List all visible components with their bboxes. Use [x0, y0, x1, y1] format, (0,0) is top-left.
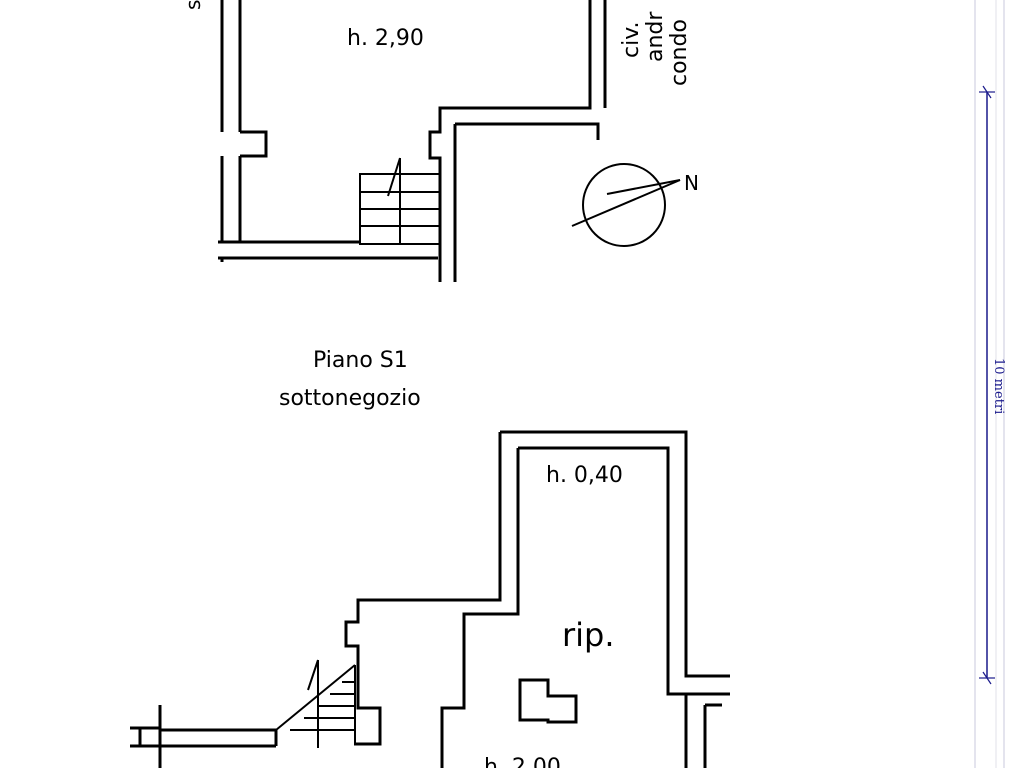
- side-text-line2: andr: [643, 11, 668, 62]
- lower-floor-plan: h. 0,40 rip. h. 2,00: [130, 430, 730, 768]
- upper-left-wall: [220, 0, 268, 242]
- lower-right-wall-fragment: [684, 694, 722, 768]
- lower-outer-wall: [344, 430, 730, 746]
- lower-stair-base: [160, 728, 278, 746]
- north-arrow-label: N: [684, 171, 699, 195]
- upper-floor-plan: h. 2,90 s: [181, 0, 607, 282]
- lower-inner-wall: [440, 446, 730, 768]
- upper-room-height-label: h. 2,90: [347, 26, 424, 51]
- upper-staircase: [359, 157, 441, 245]
- lower-left-wall-stub: [130, 705, 276, 768]
- lower-bottom-height-label: h. 2,00: [484, 755, 561, 768]
- lower-pillar: [518, 678, 578, 724]
- floor-caption-title: Piano S1: [313, 348, 408, 373]
- side-text-line3: condo: [667, 19, 692, 86]
- upper-left-fragment-text: s: [181, 0, 205, 10]
- side-annotation: civ. andr condo: [619, 11, 692, 86]
- north-arrow-icon: N: [571, 163, 699, 247]
- lower-room-label: rip.: [562, 616, 615, 654]
- upper-right-wall: [428, 0, 607, 282]
- floor-caption: Piano S1 sottonegozio: [279, 348, 421, 411]
- scale-bar: 10 metri: [974, 0, 1006, 768]
- floor-caption-subtitle: sottonegozio: [279, 386, 421, 411]
- lower-staircase: [275, 659, 356, 748]
- upper-bottom-wall: [218, 240, 438, 262]
- scale-bar-label: 10 metri: [991, 358, 1006, 414]
- side-text-line1: civ.: [619, 21, 644, 58]
- lower-top-height-label: h. 0,40: [546, 463, 623, 488]
